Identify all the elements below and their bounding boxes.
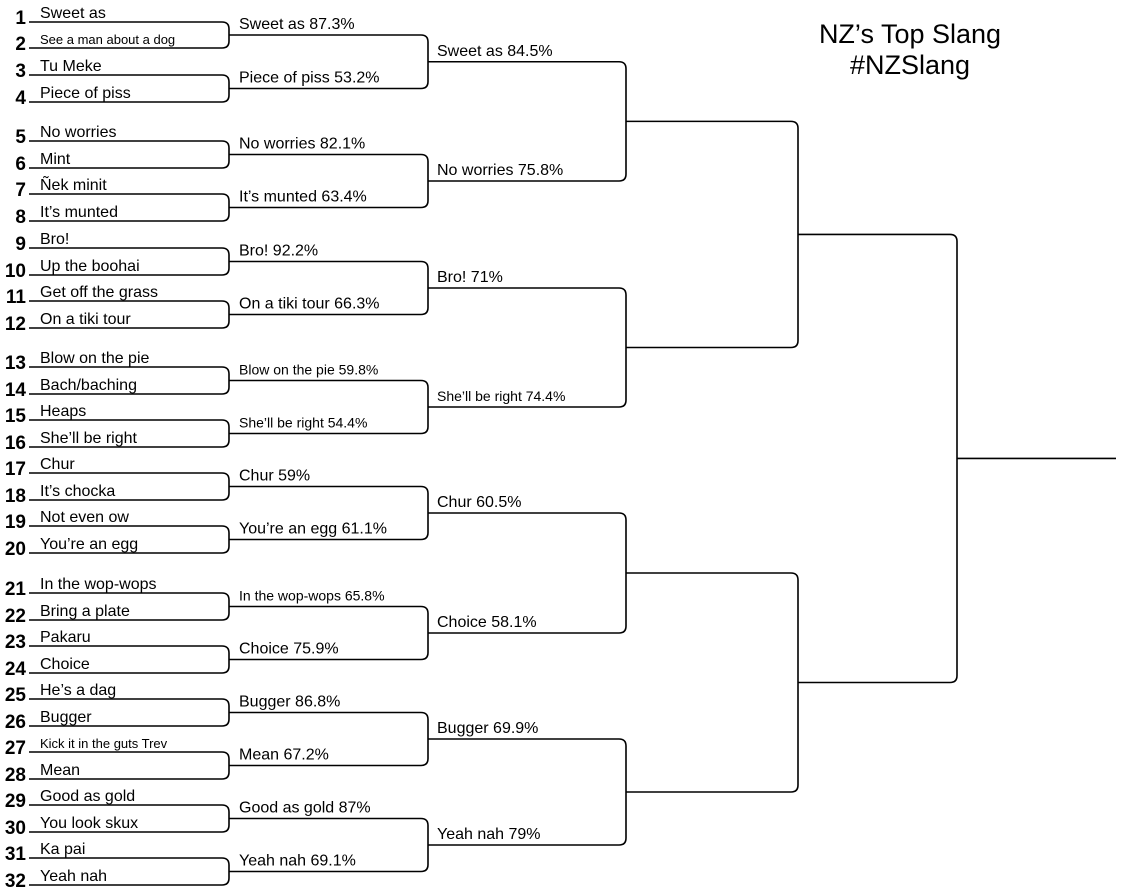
- entry-label: On a tiki tour: [40, 311, 131, 328]
- entry-label: Bro!: [40, 231, 69, 248]
- entry-label: It’s munted: [40, 204, 118, 221]
- round3-label: No worries 75.8%: [437, 162, 563, 179]
- seed-number: 31: [5, 844, 27, 865]
- seed-number: 8: [15, 207, 26, 228]
- round2-label: Choice 75.9%: [239, 641, 339, 658]
- round4-connector: [626, 572, 799, 793]
- round2-label: Blow on the pie 59.8%: [239, 362, 378, 378]
- seed-number: 2: [15, 34, 26, 55]
- seed-number: 13: [5, 353, 26, 374]
- round2-label: Yeah nah 69.1%: [239, 853, 356, 870]
- entry-label: Piece of piss: [40, 85, 131, 102]
- entry-label: Bugger: [40, 709, 92, 726]
- entry-label: Blow on the pie: [40, 350, 150, 367]
- seed-number: 24: [5, 659, 27, 680]
- round3-label: Choice 58.1%: [437, 614, 537, 631]
- round2-label: It’s munted 63.4%: [239, 189, 367, 206]
- seed-number: 21: [5, 579, 27, 600]
- seed-number: 19: [5, 512, 26, 533]
- entry-label: She’ll be right: [40, 430, 138, 447]
- entry-label: No worries: [40, 124, 116, 141]
- seed-number: 20: [5, 539, 26, 560]
- round3-label: Bro! 71%: [437, 269, 503, 286]
- seed-number: 1: [15, 8, 26, 29]
- seed-number: 25: [5, 685, 27, 706]
- round3-label: Yeah nah 79%: [437, 826, 541, 843]
- round2-label: Chur 59%: [239, 468, 310, 485]
- bracket-title: NZ’s Top Slang: [819, 19, 1001, 49]
- seed-number: 28: [5, 765, 26, 786]
- seed-number: 9: [15, 234, 26, 255]
- seed-number: 16: [5, 433, 26, 454]
- bracket-hashtag: #NZSlang: [850, 50, 970, 80]
- seed-number: 6: [15, 154, 26, 175]
- round3-label: Sweet as 84.5%: [437, 43, 553, 60]
- seed-number: 12: [5, 314, 26, 335]
- entry-label: You look skux: [40, 815, 138, 832]
- entry-label: See a man about a dog: [40, 32, 175, 47]
- entry-label: Yeah nah: [40, 868, 107, 885]
- entry-label: Choice: [40, 656, 90, 673]
- bracket-labels: 1 Sweet as 2 See a man about a dog 3 Tu Meke 4…: [5, 5, 566, 891]
- seed-number: 23: [5, 632, 26, 653]
- round4-connector: [626, 120, 799, 349]
- entry-label: Up the boohai: [40, 258, 140, 275]
- entry-label: You’re an egg: [40, 536, 138, 553]
- seed-number: 14: [5, 380, 27, 401]
- round2-label: Mean 67.2%: [239, 747, 329, 764]
- seed-number: 4: [15, 88, 26, 109]
- round2-label: Bro! 92.2%: [239, 243, 318, 260]
- seed-number: 3: [15, 61, 26, 82]
- seed-number: 32: [5, 871, 26, 891]
- round2-label: She’ll be right 54.4%: [239, 415, 367, 431]
- entry-label: It’s chocka: [40, 483, 115, 500]
- entry-label: Ñek minit: [40, 174, 107, 194]
- entry-label: Not even ow: [40, 509, 129, 526]
- round2-label: Good as gold 87%: [239, 800, 371, 817]
- entry-label: Mint: [40, 151, 71, 168]
- entry-label: Kick it in the guts Trev: [40, 736, 168, 751]
- entry-label: Get off the grass: [40, 284, 158, 301]
- round3-label: Chur 60.5%: [437, 494, 522, 511]
- final-connector: [798, 233, 958, 684]
- entry-label: Mean: [40, 762, 80, 779]
- seed-number: 5: [15, 127, 26, 148]
- entry-label: Heaps: [40, 403, 86, 420]
- seed-number: 27: [5, 738, 26, 759]
- seed-number: 29: [5, 791, 26, 812]
- round2-label: You’re an egg 61.1%: [239, 521, 387, 538]
- round2-label: In the wop-wops 65.8%: [239, 588, 385, 604]
- seed-number: 7: [15, 180, 26, 201]
- seed-number: 22: [5, 606, 26, 627]
- seed-number: 30: [5, 818, 26, 839]
- entry-label: Bach/baching: [40, 377, 137, 394]
- entry-label: He’s a dag: [40, 682, 116, 699]
- entry-label: Pakaru: [40, 629, 91, 646]
- round2-label: Bugger 86.8%: [239, 694, 340, 711]
- seed-number: 15: [5, 406, 27, 427]
- seed-number: 18: [5, 486, 26, 507]
- round3-label: Bugger 69.9%: [437, 720, 538, 737]
- round2-label: Sweet as 87.3%: [239, 16, 355, 33]
- entry-label: In the wop-wops: [40, 576, 157, 593]
- entry-label: Ka pai: [40, 841, 85, 858]
- round3-label: She’ll be right 74.4%: [437, 388, 565, 404]
- round2-label: Piece of piss 53.2%: [239, 70, 380, 87]
- bracket-lines: [29, 21, 1116, 886]
- seed-number: 17: [5, 459, 26, 480]
- seed-number: 11: [6, 287, 27, 308]
- entry-label: Bring a plate: [40, 603, 130, 620]
- seed-number: 26: [5, 712, 26, 733]
- entry-label: Chur: [40, 456, 75, 473]
- round2-label: On a tiki tour 66.3%: [239, 296, 380, 313]
- entry-label: Sweet as: [40, 5, 106, 22]
- round2-label: No worries 82.1%: [239, 136, 365, 153]
- entry-label: Tu Meke: [40, 58, 102, 75]
- entry-label: Good as gold: [40, 788, 135, 805]
- seed-number: 10: [5, 261, 26, 282]
